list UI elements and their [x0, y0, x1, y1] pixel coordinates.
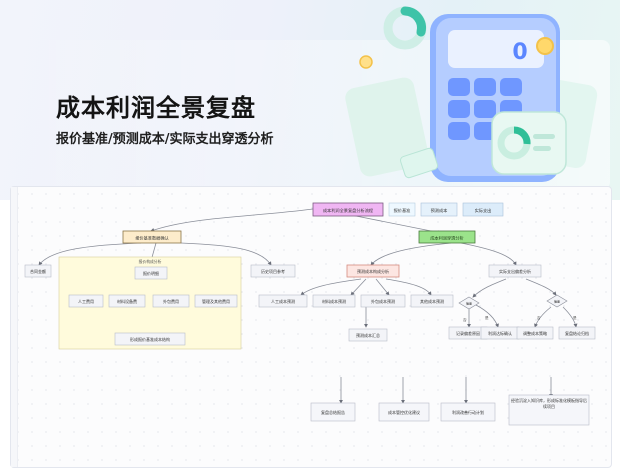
bottom-node-3[interactable]: 利润改善行动计划: [440, 402, 496, 422]
svg-text:预测成本构成分析: 预测成本构成分析: [357, 268, 389, 274]
right-branch-node[interactable]: 成本利润穿透分析: [418, 230, 476, 244]
mid-node[interactable]: 预测成本构成分析: [346, 264, 400, 278]
group-item-4[interactable]: 管理及其他费用: [194, 294, 238, 308]
svg-text:复盘总结报告: 复盘总结报告: [321, 409, 345, 415]
svg-text:报价基准数据确认: 报价基准数据确认: [135, 235, 169, 242]
decision-labels: 否 是 否 是: [463, 315, 577, 322]
ring-chart-icon: [383, 6, 427, 50]
svg-text:是: 是: [485, 315, 489, 320]
bottom-node-1[interactable]: 复盘总结报告: [310, 402, 356, 422]
svg-text:历史项目参考: 历史项目参考: [261, 268, 285, 274]
root-node[interactable]: 成本利润全景复盘分析流程: [312, 202, 384, 217]
mid-child-2[interactable]: 材料成本预测: [312, 294, 356, 308]
page-title: 成本利润全景复盘: [56, 94, 256, 122]
legend-node-1[interactable]: 报价基准: [388, 202, 416, 217]
hero-banner: 成本利润全景复盘 报价基准/预测成本/实际支出穿透分析 0: [0, 0, 620, 200]
flowchart: 成本利润全景复盘分析流程 报价基准 预测成本 实际支出 报价基准数据确认 合同金…: [24, 202, 596, 426]
svg-text:成本利润穿透分析: 成本利润穿透分析: [430, 235, 464, 242]
far-node[interactable]: 实际支出偏差分析: [488, 264, 542, 278]
group-item-2[interactable]: 材料设备费: [108, 294, 146, 308]
svg-text:材料设备费: 材料设备费: [117, 298, 137, 304]
svg-text:预测成本: 预测成本: [431, 207, 449, 214]
mid-result-node[interactable]: 预测成本汇总: [348, 328, 388, 342]
svg-text:人工成本预测: 人工成本预测: [271, 298, 295, 304]
svg-text:人工费用: 人工费用: [78, 298, 94, 304]
svg-text:偏差: 偏差: [554, 299, 560, 304]
group-merge-node[interactable]: 形成报价基准成本结构: [114, 332, 186, 346]
note-icon: [399, 147, 439, 179]
svg-text:否: 否: [537, 316, 541, 320]
left-branch-node[interactable]: 报价基准数据确认: [122, 230, 182, 244]
group-item-1[interactable]: 人工费用: [68, 294, 104, 308]
svg-text:预测成本汇总: 预测成本汇总: [356, 332, 380, 338]
svg-text:报价基准: 报价基准: [394, 207, 411, 214]
svg-text:报价构成分析: 报价构成分析: [139, 259, 162, 264]
svg-text:实际支出偏差分析: 实际支出偏差分析: [499, 268, 531, 274]
svg-text:调整成本策略: 调整成本策略: [523, 330, 547, 336]
far-result-2[interactable]: 利润达标确认: [480, 326, 520, 340]
calculator-display: 0: [512, 40, 527, 65]
mid-child-4[interactable]: 其他成本预测: [410, 294, 454, 308]
svg-text:合同金额: 合同金额: [30, 268, 46, 274]
group-item-3[interactable]: 外包费用: [152, 294, 190, 308]
decision-diamond-right[interactable]: 偏差: [546, 294, 568, 308]
bottom-node-4-text: 经验沉淀入知识库，形成标准化模板指导后续项目: [511, 398, 587, 409]
svg-text:利润达标确认: 利润达标确认: [488, 330, 512, 336]
svg-text:成本管控优化建议: 成本管控优化建议: [388, 409, 420, 415]
svg-text:复盘结论归档: 复盘结论归档: [565, 330, 589, 336]
svg-text:否: 否: [463, 318, 467, 322]
left-gutter: [11, 187, 18, 467]
far-result-3[interactable]: 调整成本策略: [516, 326, 554, 340]
left-child-1[interactable]: 合同金额: [24, 264, 52, 278]
flowchart-canvas[interactable]: 成本利润全景复盘分析流程 报价基准 预测成本 实际支出 报价基准数据确认 合同金…: [10, 186, 612, 468]
svg-text:成本利润全景复盘分析流程: 成本利润全景复盘分析流程: [323, 207, 374, 214]
svg-text:外包成本预测: 外包成本预测: [371, 298, 395, 304]
svg-text:记录偏差原因: 记录偏差原因: [456, 330, 480, 336]
svg-text:实际支出: 实际支出: [475, 207, 492, 214]
bottom-node-4[interactable]: 经验沉淀入知识库，形成标准化模板指导后续项目: [508, 394, 590, 426]
svg-text:是: 是: [573, 315, 577, 320]
legend-node-3[interactable]: 实际支出: [462, 202, 504, 217]
svg-text:其他成本预测: 其他成本预测: [420, 298, 444, 304]
decision-diamond-left[interactable]: 偏差: [458, 296, 480, 310]
svg-text:外包费用: 外包费用: [163, 298, 179, 304]
bottom-node-2[interactable]: 成本管控优化建议: [378, 402, 430, 422]
legend-node-2[interactable]: 预测成本: [420, 202, 458, 217]
donut-card-icon: [491, 111, 567, 175]
svg-text:利润改善行动计划: 利润改善行动计划: [452, 409, 484, 415]
mid-child-3[interactable]: 外包成本预测: [360, 294, 406, 308]
group-node[interactable]: 报价明细: [134, 266, 168, 280]
svg-text:材料成本预测: 材料成本预测: [322, 298, 346, 304]
page-subtitle: 报价基准/预测成本/实际支出穿透分析: [56, 132, 274, 147]
svg-text:管理及其他费用: 管理及其他费用: [202, 298, 230, 304]
left-child-3[interactable]: 历史项目参考: [250, 264, 296, 278]
svg-text:形成报价基准成本结构: 形成报价基准成本结构: [130, 336, 170, 342]
calculator-illustration: 0: [345, 6, 598, 182]
svg-text:偏差: 偏差: [466, 301, 472, 306]
coin-icon: [359, 37, 554, 69]
far-result-4[interactable]: 复盘结论归档: [558, 326, 596, 340]
svg-text:报价明细: 报价明细: [143, 270, 159, 276]
mid-child-1[interactable]: 人工成本预测: [258, 294, 308, 308]
